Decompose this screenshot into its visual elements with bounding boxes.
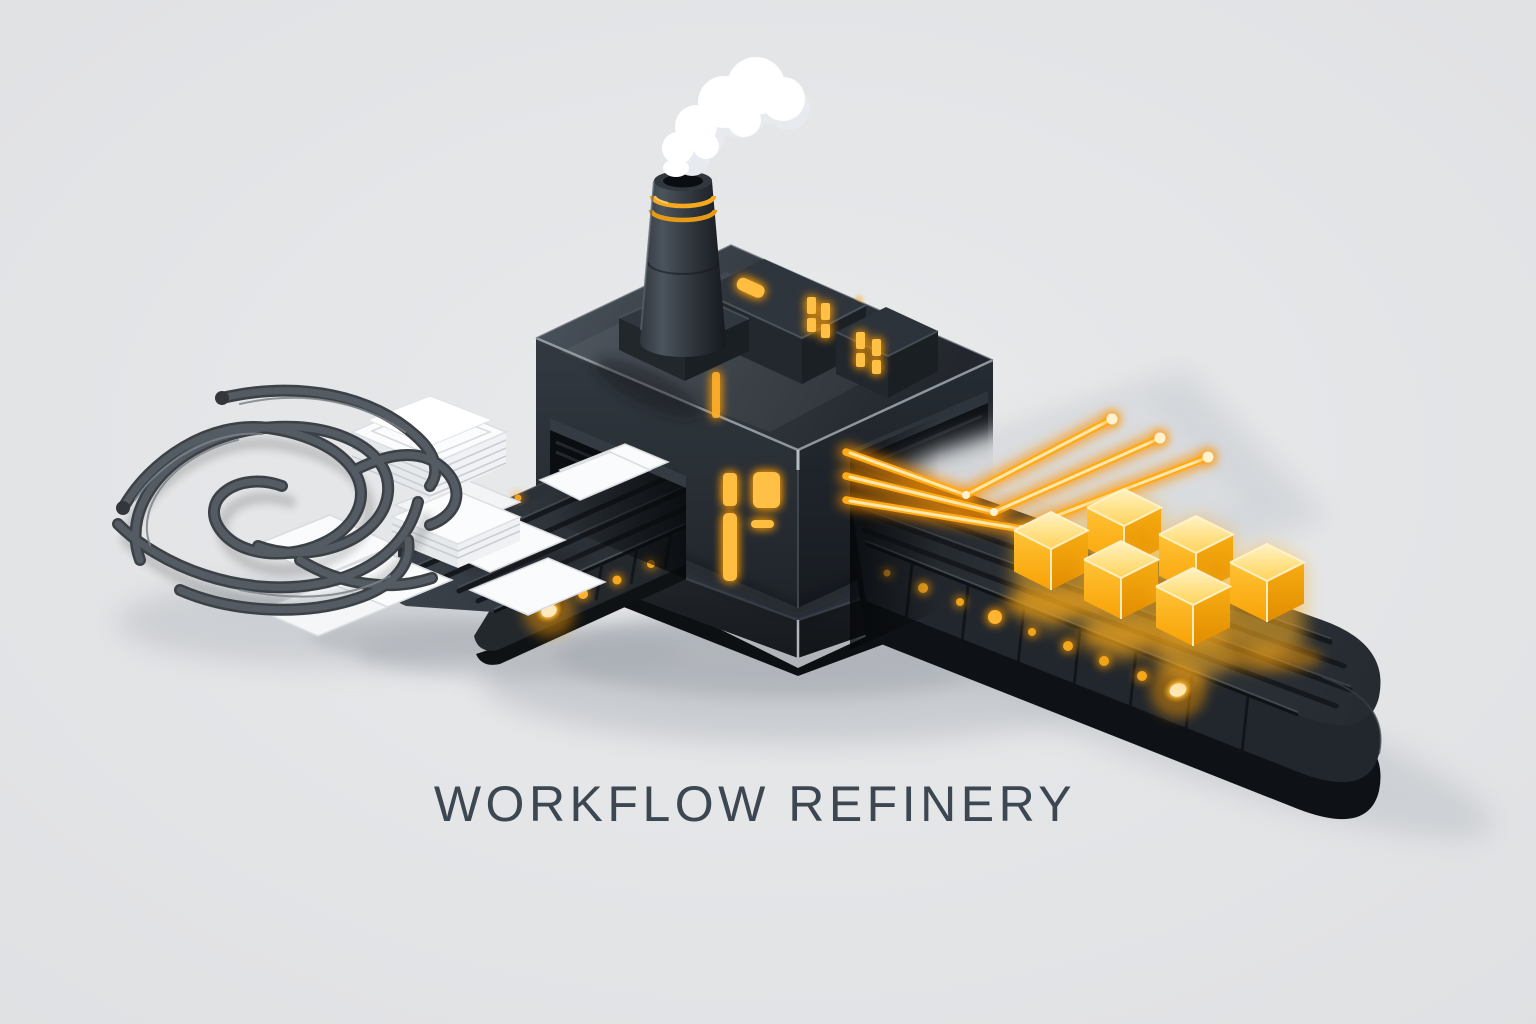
output-cube <box>1155 566 1233 686</box>
factory-windows <box>712 372 780 581</box>
chimney-ring <box>649 195 717 209</box>
cable-end <box>116 501 130 515</box>
roof-light-slit <box>712 372 720 418</box>
output-cube <box>1013 510 1091 630</box>
rooftop-window-pill <box>736 277 765 298</box>
cable-end <box>215 391 229 405</box>
output-cubes <box>1013 487 1307 686</box>
cable-tangle <box>112 384 463 616</box>
rooftop-box-small <box>835 307 939 398</box>
output-cube <box>1083 539 1161 659</box>
illustration-title: WORKFLOW REFINERY <box>434 776 1076 832</box>
chimney-roof-reflection <box>595 358 701 418</box>
smoke-plume <box>662 57 810 177</box>
chimney <box>618 171 750 381</box>
output-cube <box>1229 542 1307 662</box>
chimney-ring <box>648 209 718 223</box>
